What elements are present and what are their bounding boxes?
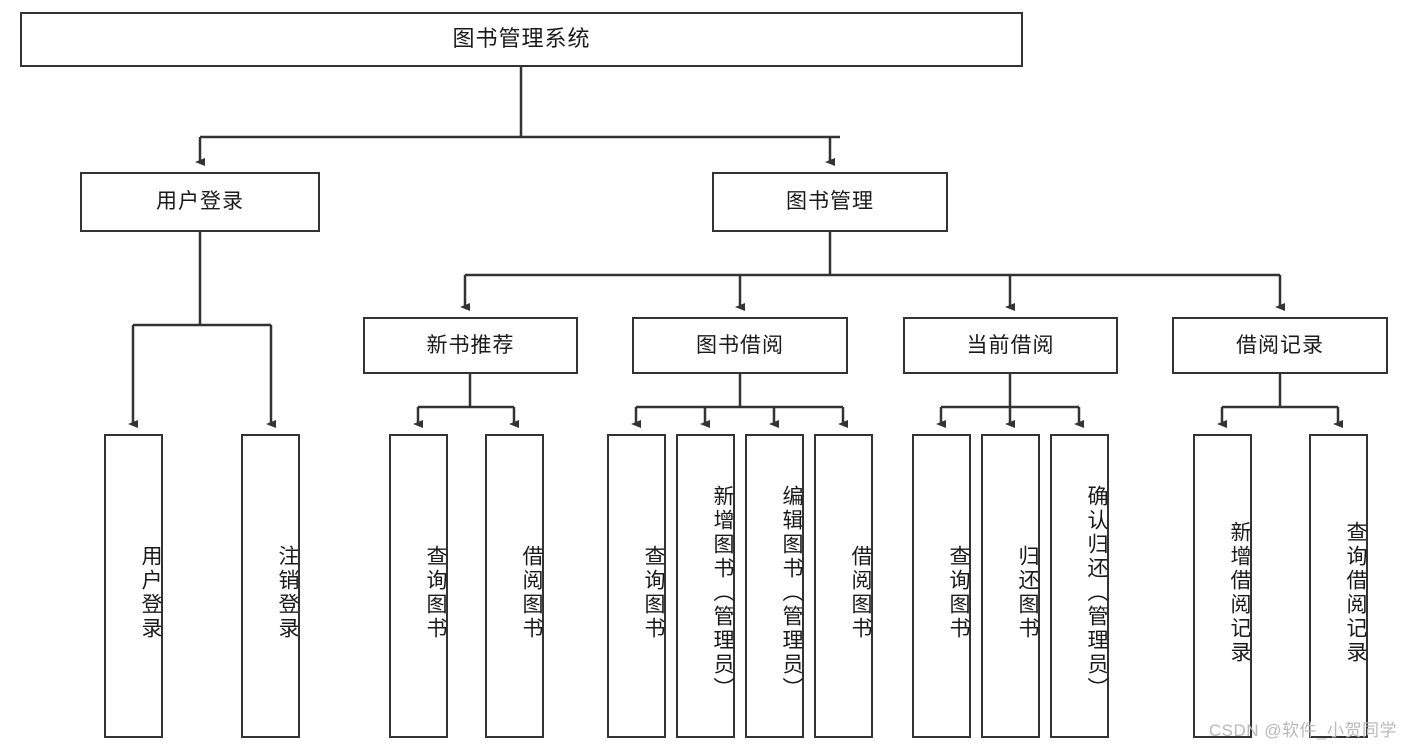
node-label: 新书推荐	[426, 333, 515, 357]
leaf-new-book-query-book[interactable]: 查询图书	[389, 434, 448, 738]
node-book-borrow[interactable]: 图书借阅	[632, 317, 848, 374]
node-book-management[interactable]: 图书管理	[712, 172, 948, 232]
watermark-text: CSDN @软件_小贺同学	[1208, 721, 1397, 740]
node-label: 用户登录	[139, 545, 162, 641]
node-label: 借阅图书	[520, 545, 543, 641]
leaf-borrow-record-query-record[interactable]: 查询借阅记录	[1309, 434, 1368, 738]
leaf-current-borrow-return-book[interactable]: 归还图书	[981, 434, 1040, 738]
leaf-new-book-borrow-book[interactable]: 借阅图书	[485, 434, 544, 738]
node-label: 查询图书	[424, 545, 447, 641]
node-label: 图书管理系统	[452, 26, 591, 52]
leaf-book-borrow-query-book[interactable]: 查询图书	[607, 434, 666, 738]
node-label: 借阅图书	[849, 545, 872, 641]
node-label: 借阅记录	[1236, 333, 1324, 357]
node-label: 确认归还（管理员）	[1085, 485, 1108, 701]
node-label: 图书管理	[786, 190, 874, 214]
node-user-login[interactable]: 用户登录	[80, 172, 320, 232]
node-current-borrow[interactable]: 当前借阅	[903, 317, 1118, 374]
leaf-borrow-record-add-record[interactable]: 新增借阅记录	[1193, 434, 1252, 738]
node-label: 归还图书	[1016, 545, 1039, 641]
leaf-current-borrow-confirm-return-admin[interactable]: 确认归还（管理员）	[1050, 434, 1109, 738]
leaf-book-borrow-edit-book-admin[interactable]: 编辑图书（管理员）	[745, 434, 804, 738]
node-root-book-management-system[interactable]: 图书管理系统	[20, 12, 1023, 67]
leaf-current-borrow-query-book[interactable]: 查询图书	[912, 434, 971, 738]
leaf-user-login-login[interactable]: 用户登录	[104, 434, 163, 738]
node-label: 新增借阅记录	[1228, 521, 1251, 665]
node-label: 查询借阅记录	[1344, 521, 1367, 665]
node-label: 查询图书	[947, 545, 970, 641]
leaf-book-borrow-add-book-admin[interactable]: 新增图书（管理员）	[676, 434, 735, 738]
node-label: 编辑图书（管理员）	[780, 485, 803, 701]
node-label: 新增图书（管理员）	[711, 485, 734, 701]
node-label: 当前借阅	[966, 333, 1055, 357]
node-borrow-record[interactable]: 借阅记录	[1172, 317, 1388, 374]
node-label: 查询图书	[642, 545, 665, 641]
leaf-user-login-logout[interactable]: 注销登录	[241, 434, 300, 738]
node-label: 用户登录	[156, 190, 244, 214]
node-label: 注销登录	[276, 545, 299, 641]
node-new-book-recommend[interactable]: 新书推荐	[363, 317, 578, 374]
node-label: 图书借阅	[696, 333, 784, 357]
leaf-book-borrow-borrow-book[interactable]: 借阅图书	[814, 434, 873, 738]
